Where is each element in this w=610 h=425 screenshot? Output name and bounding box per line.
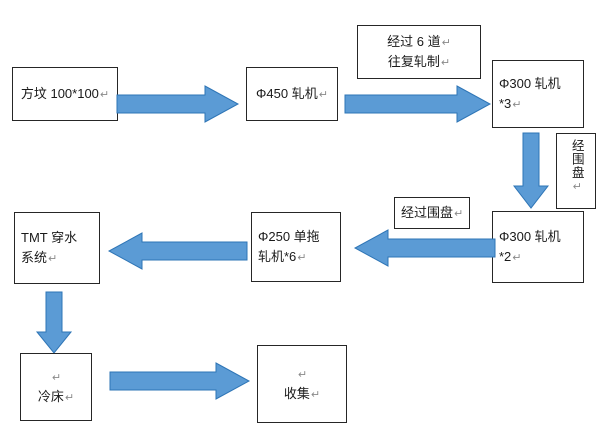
arrow-tmt-to-cooling-bed[interactable] [35,291,74,354]
arrow-mill300x2-to-mill250[interactable] [353,229,496,267]
pilcrow-icon: ↵ [454,207,464,220]
collection-line-1: ↵ [264,364,340,384]
six-pass-line-2: 往复轧制↵ [387,54,451,69]
collection-box[interactable]: ↵ 收集↵ [257,345,347,423]
billet-line-1: 方坟 100*100↵ [20,85,110,101]
mill-300-x3-line-2: *3↵ [499,96,522,111]
mill-300-x2-line-2: *2↵ [499,249,522,264]
mill-300-x3-box[interactable]: Φ300 轧机 *3↵ [492,60,584,128]
mill-250-single-drive-box[interactable]: Φ250 单拖 轧机*6↵ [251,212,341,282]
arrow-mill450-to-mill300x3[interactable] [344,85,492,123]
six-pass-note-box[interactable]: 经过 6 道↵ 往复轧制↵ [357,25,481,79]
pilcrow-icon: ↵ [512,252,522,264]
pilcrow-icon: ↵ [441,36,451,49]
six-pass-line-1: 经过 6 道↵ [387,33,451,49]
pilcrow-icon: ↵ [297,368,308,381]
mill-250-line-1: Φ250 单拖 [258,228,320,244]
billet-box[interactable]: 方坟 100*100↵ [12,67,118,121]
collection-line-2: 收集↵ [283,386,321,401]
tmt-line-1: TMT 穿水 [21,229,78,245]
through-looper-vertical-text: 经围盘↵ [569,139,584,194]
arrow-billet-to-mill450[interactable] [116,85,240,123]
cooling-bed-box[interactable]: ↵ 冷床↵ [20,353,92,421]
mill-300-x2-box[interactable]: Φ300 轧机 *2↵ [492,211,584,283]
arrow-cooling-bed-to-collection[interactable] [109,362,251,400]
pilcrow-icon: ↵ [51,371,62,384]
pilcrow-icon: ↵ [570,179,583,194]
arrow-mill250-to-tmt[interactable] [107,232,248,270]
tmt-water-cooling-box[interactable]: TMT 穿水 系统↵ [14,212,100,284]
pilcrow-icon: ↵ [64,392,75,404]
cooling-bed-line-1: ↵ [27,367,85,387]
pilcrow-icon: ↵ [99,88,110,101]
arrow-mill300x3-to-mill300x2[interactable] [512,132,551,209]
mill-450-line-1: Φ450 轧机↵ [256,85,328,101]
tmt-line-2: 系统↵ [21,250,58,265]
mill-450-box[interactable]: Φ450 轧机↵ [246,67,338,121]
pilcrow-icon: ↵ [318,88,328,101]
mill-250-line-2: 轧机*6↵ [258,249,307,264]
pilcrow-icon: ↵ [440,57,451,69]
pilcrow-icon: ↵ [512,99,522,111]
through-looper-vertical-box[interactable]: 经围盘↵ [556,133,596,209]
through-looper-note-text: 经过围盘↵ [401,204,464,220]
pilcrow-icon: ↵ [297,252,307,264]
mill-300-x2-line-1: Φ300 轧机 [499,228,561,244]
mill-300-x3-line-1: Φ300 轧机 [499,75,561,91]
pilcrow-icon: ↵ [310,389,321,401]
cooling-bed-line-2: 冷床↵ [37,389,75,404]
pilcrow-icon: ↵ [48,253,58,265]
through-looper-note-box[interactable]: 经过围盘↵ [394,197,470,229]
